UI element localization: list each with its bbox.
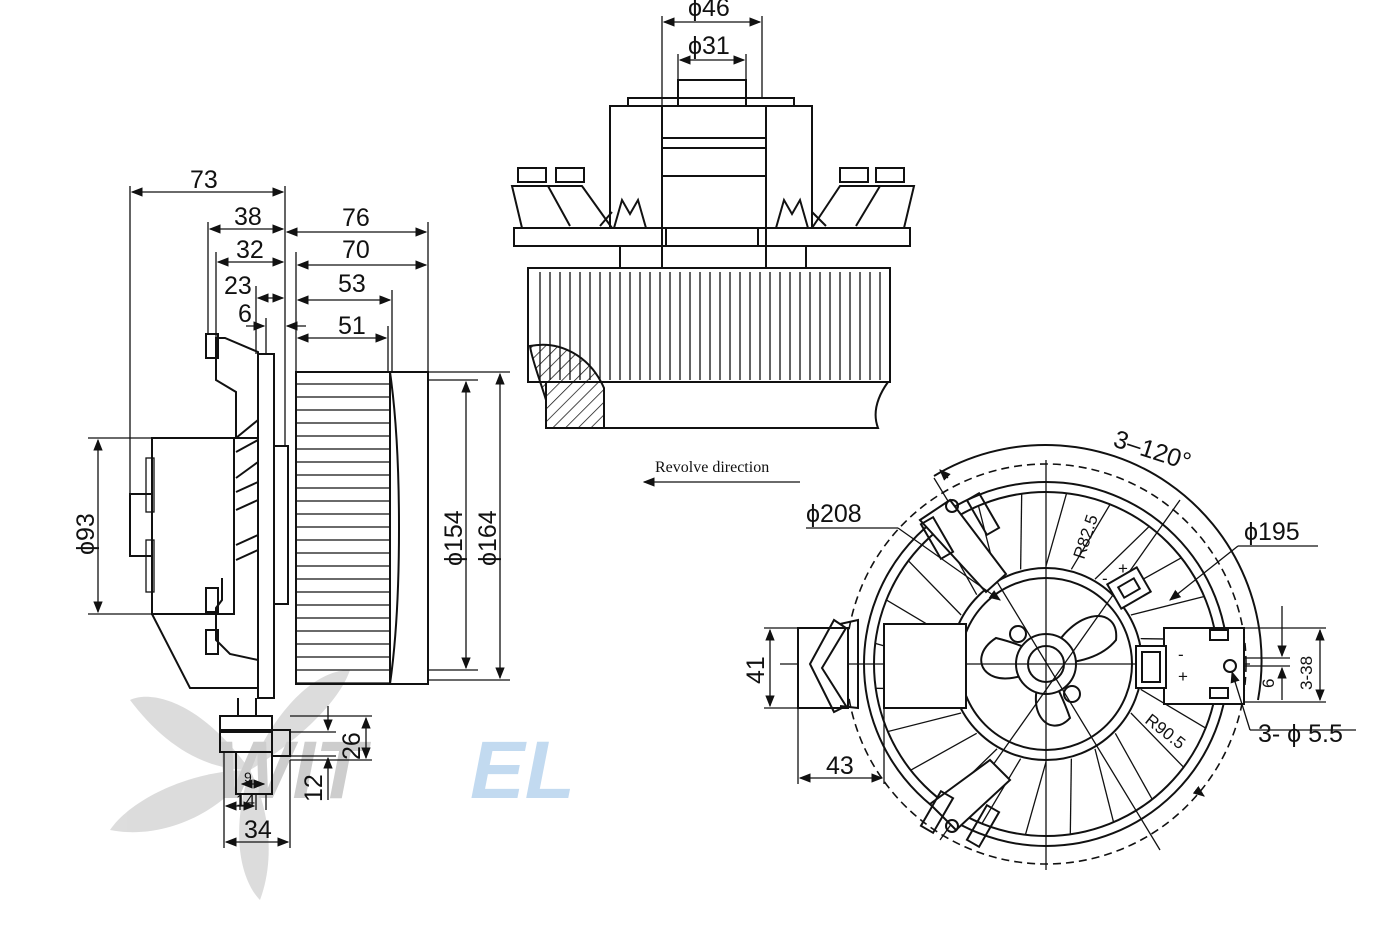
- dim-phi195: ϕ195: [1244, 518, 1300, 546]
- bolt: [205, 629, 219, 655]
- dim-6: 6: [238, 300, 252, 328]
- terminal-minus: -: [1178, 645, 1184, 664]
- dim-32: 32: [236, 236, 264, 264]
- dim-70: 70: [342, 236, 370, 264]
- impeller-blades: [296, 383, 390, 684]
- dimension-arrows: [93, 187, 505, 847]
- connector-minus: -: [1102, 569, 1108, 588]
- mount-bottom-left: [919, 758, 1012, 849]
- watermark-logo: WIT EL: [110, 670, 575, 900]
- dim-9: 9: [244, 769, 252, 785]
- dim-phi46: ϕ46: [688, 0, 730, 22]
- mounting-plate: [257, 353, 275, 699]
- dim-43: 43: [826, 752, 854, 780]
- dim-23: 23: [224, 272, 252, 300]
- blade-line: [1024, 761, 1047, 835]
- front-dimension-arrows: [764, 469, 1356, 797]
- hatched-section: [528, 343, 605, 429]
- motor-propeller: [980, 615, 1118, 727]
- terminal-plus: +: [1178, 667, 1188, 686]
- side-view: 73 38 32 23 6 76 70 53 51 ϕ93 ϕ154 ϕ164 …: [72, 166, 510, 848]
- blade-line: [1069, 758, 1073, 835]
- mount-top-left: [918, 491, 1008, 594]
- revolve-direction-label: Revolve direction: [655, 459, 769, 476]
- flange-right: [757, 185, 916, 247]
- blade-line: [1114, 732, 1153, 800]
- dim-3-38: 3-38: [1297, 656, 1316, 690]
- dim-73: 73: [190, 166, 218, 194]
- bolt-circle-arc: [933, 443, 1263, 701]
- dim-14: 14: [236, 791, 255, 810]
- impeller-side: [295, 371, 391, 685]
- blade-line: [1130, 595, 1205, 616]
- screw: [1063, 685, 1081, 703]
- dim-12: 12: [300, 774, 328, 802]
- watermark-text-dark: WIT: [215, 725, 371, 816]
- blade-line: [1045, 493, 1068, 567]
- flange-body: [215, 337, 259, 439]
- motor-cap: [129, 493, 153, 557]
- dim-26: 26: [338, 732, 366, 760]
- front-view: - + - +: [742, 425, 1356, 870]
- blade-line: [1070, 504, 1111, 570]
- blade-line: [981, 758, 1022, 824]
- outlet-duct: [797, 618, 967, 714]
- blade-line: [1019, 493, 1023, 570]
- screw: [1009, 625, 1027, 643]
- blade-line: [1130, 712, 1185, 768]
- dim-r825: R82.5: [1070, 512, 1102, 561]
- blade-line: [1094, 748, 1115, 823]
- dim-phi164: ϕ164: [474, 510, 502, 566]
- dim-holes: 3- ϕ 5.5: [1258, 720, 1343, 748]
- bolt: [205, 333, 219, 359]
- dim-76: 76: [342, 204, 370, 232]
- connector-plus: +: [1118, 559, 1128, 578]
- bolts-top: [517, 167, 905, 183]
- blade-line: [910, 732, 978, 771]
- blade-line: [887, 712, 962, 733]
- top-view: ϕ46 ϕ31 Revolve direction: [510, 0, 916, 487]
- dim-phi93: ϕ93: [72, 513, 100, 555]
- dim-53: 53: [338, 270, 366, 298]
- dim-phi154: ϕ154: [440, 510, 468, 566]
- extension-lines: [88, 186, 510, 848]
- dim-51: 51: [338, 312, 366, 340]
- dim-6-front: 6: [1259, 679, 1278, 688]
- blade-line: [1094, 525, 1150, 580]
- dim-angle: 3–120°: [1110, 425, 1194, 476]
- dim-phi31: ϕ31: [688, 32, 730, 60]
- shaft-housing: [661, 105, 767, 269]
- dim-41: 41: [742, 656, 770, 684]
- connector-side: [219, 698, 291, 795]
- impeller-top: [527, 267, 891, 383]
- impeller-shroud: [388, 371, 429, 685]
- dim-34: 34: [244, 816, 272, 844]
- connector-top: [1105, 566, 1153, 610]
- dim-phi208: ϕ208: [806, 500, 862, 528]
- dimension-arrows-top: [642, 16, 800, 487]
- impeller-blades-top: [539, 272, 881, 380]
- watermark-text-blue: EL: [470, 725, 575, 816]
- blade-line: [1140, 688, 1206, 729]
- cooling-fins: [235, 419, 259, 561]
- dim-38: 38: [234, 203, 262, 231]
- bolt: [205, 587, 219, 613]
- blade-line: [907, 560, 962, 616]
- impeller-shroud-top: [545, 381, 889, 429]
